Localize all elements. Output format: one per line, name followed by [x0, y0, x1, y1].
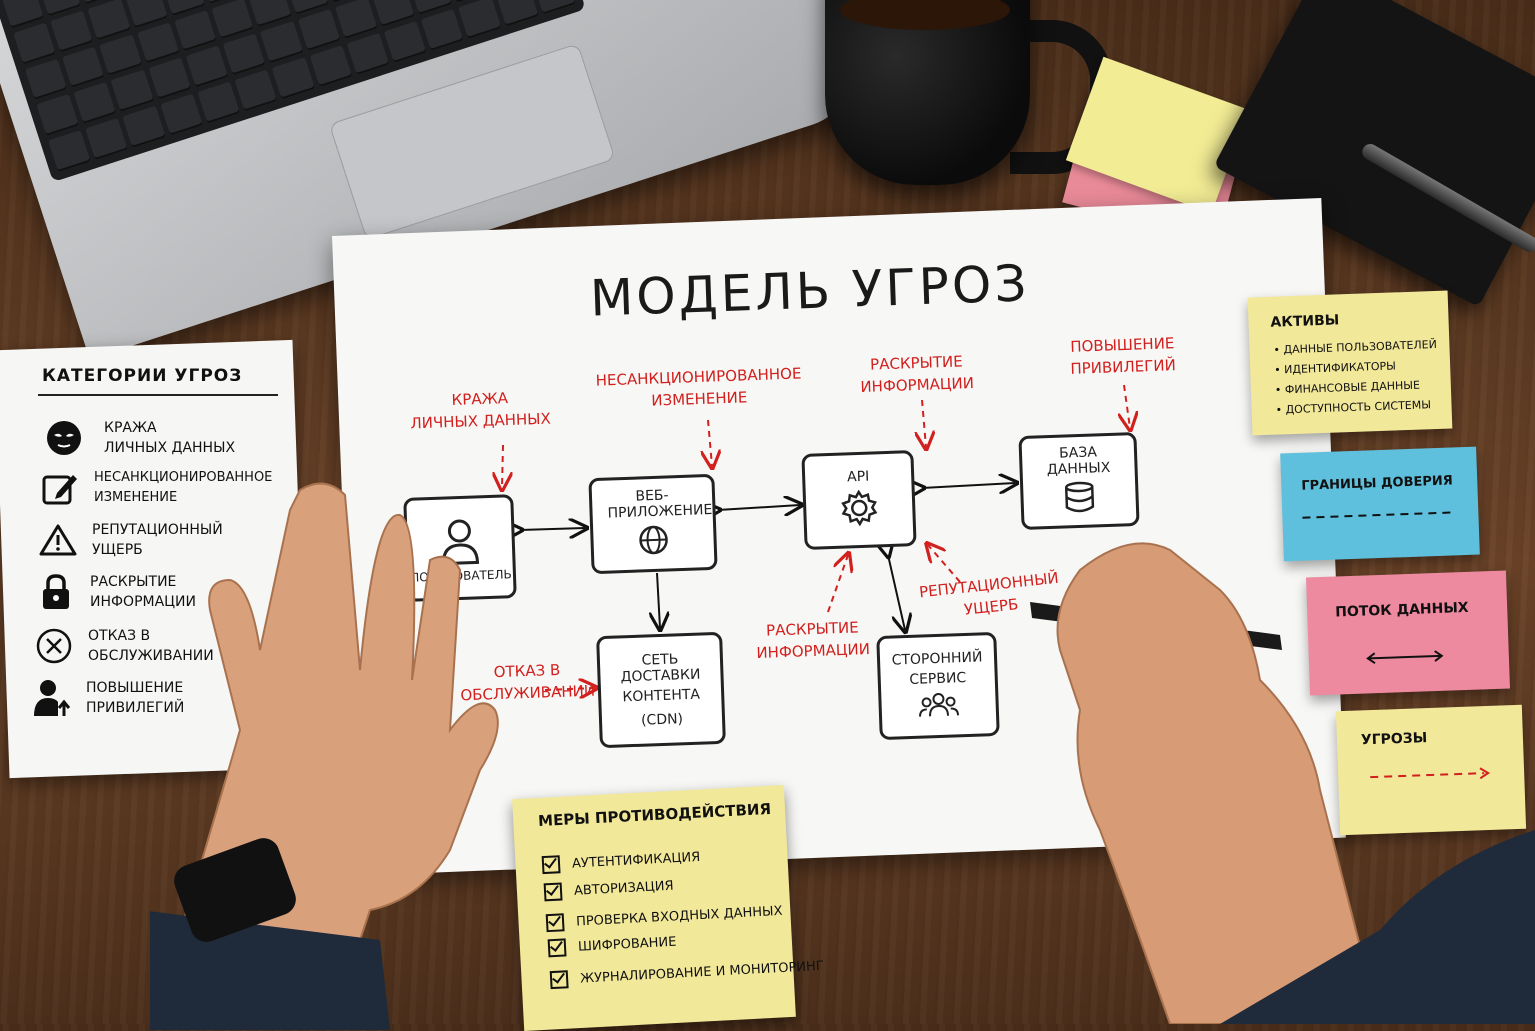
threat-disclosure-top: Раскрытие информации [859, 350, 974, 398]
users-group-icon [919, 692, 960, 717]
node-third-party: Сторонний сервис [876, 631, 1000, 741]
mask-icon [47, 421, 81, 455]
sticky-threats: Угрозы [1335, 704, 1527, 836]
coffee-mug [825, 0, 1030, 185]
double-arrow-icon [1366, 650, 1444, 665]
checkbox-checked-icon [547, 938, 567, 958]
lock-icon [43, 574, 69, 609]
threat-categories-underline [38, 394, 278, 396]
category-disclosure-line2: информации [90, 594, 196, 610]
threat-categories-title: Категории угроз [42, 366, 243, 386]
dashed-red-arrow-icon [1370, 767, 1491, 780]
node-api: API [801, 450, 917, 550]
assets-title: Активы [1270, 312, 1340, 331]
category-elevation-line2: привилегий [86, 700, 185, 716]
category-reputation-line1: Репутационный [92, 522, 223, 538]
category-tamper-line2: изменение [94, 490, 178, 505]
threat-elevation-line2: привилегий [1070, 356, 1177, 378]
left-hand [150, 482, 499, 1030]
node-webapp: Веб-приложение [588, 473, 718, 575]
category-item-disclosure: Раскрытие информации [36, 572, 296, 612]
node-cdn: Сеть доставки контента (CDN) [596, 631, 726, 749]
checkbox-checked-icon [543, 882, 563, 902]
dashed-line-icon [1302, 511, 1453, 519]
sticky-assets: Активы • Данные пользователей • Идентифи… [1247, 290, 1453, 436]
threat-tamper: Несанкционированное изменение [595, 362, 802, 413]
category-dos-line1: Отказ в [88, 628, 151, 644]
category-reputation-line2: ущерб [92, 542, 143, 558]
threat-disclosure-bottom: Раскрытие информации [755, 616, 870, 664]
countermeasure-label: Авторизация [573, 878, 674, 899]
x-circle-icon [36, 628, 72, 664]
node-cdn-line2: контента [622, 686, 701, 706]
category-item-theft: Кража личных данных [44, 418, 304, 458]
node-cdn-line3: (CDN) [640, 711, 684, 729]
category-disclosure-line1: Раскрытие [90, 574, 177, 590]
warning-icon [39, 524, 77, 556]
category-item-tamper: Несанкционированное изменение [40, 468, 300, 508]
checkbox-checked-icon [549, 970, 569, 990]
node-db-label: База данных [1046, 444, 1111, 479]
gear-icon [841, 489, 878, 527]
category-item-reputation: Репутационный ущерб [38, 520, 298, 560]
node-database: База данных [1018, 431, 1140, 531]
threat-disclosure-top-line2: информации [860, 374, 975, 396]
checkbox-checked-icon [545, 913, 565, 933]
user-icon [442, 519, 480, 566]
category-theft-line1: Кража [104, 420, 157, 436]
node-webapp-label: Веб-приложение [607, 487, 713, 522]
checkbox-checked-icon [541, 855, 561, 875]
edit-icon [42, 475, 77, 505]
database-icon [1064, 481, 1095, 513]
threat-disclosure-bottom-line2: информации [756, 640, 871, 662]
threat-theft: Кража личных данных [409, 386, 551, 435]
sticky-trust-boundaries: Границы доверия [1280, 446, 1480, 562]
sticky-data-flow: Поток данных [1306, 570, 1510, 696]
trust-title: Границы доверия [1301, 473, 1454, 494]
category-theft-line2: личных данных [104, 440, 236, 456]
countermeasure-label: Шифрование [577, 934, 677, 955]
threat-elevation: Повышение привилегий [1069, 332, 1176, 380]
user-up-icon [34, 680, 71, 716]
category-tamper-line1: Несанкционированное [94, 470, 273, 485]
globe-icon [639, 525, 668, 555]
node-third-party-line2: сервис [909, 670, 967, 688]
right-hand-with-marker [1030, 542, 1535, 1024]
node-third-party-line1: Сторонний [891, 649, 983, 669]
category-dos-line2: обслуживании [88, 648, 214, 664]
category-item-elevation: Повышение привилегий [32, 678, 292, 718]
node-user: Пользователь [403, 494, 517, 602]
category-item-dos: Отказ в обслуживании [34, 626, 294, 666]
node-api-label: API [846, 468, 870, 486]
node-cdn-line1: Сеть доставки [620, 651, 701, 686]
category-elevation-line1: Повышение [86, 680, 184, 696]
